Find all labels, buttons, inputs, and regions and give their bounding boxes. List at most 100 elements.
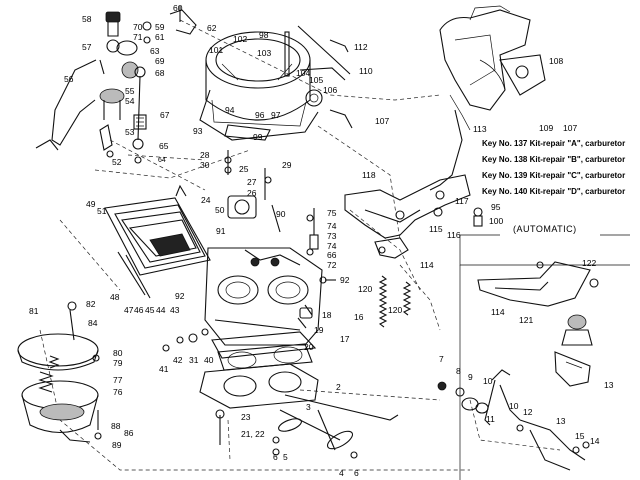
callout-72: 72: [327, 260, 337, 270]
callout-54: 54: [125, 96, 135, 106]
callout-107: 107: [375, 116, 389, 126]
callout-63: 63: [150, 46, 160, 56]
assembly-guide-lines: [39, 19, 561, 471]
callout-10b: 10: [509, 401, 519, 411]
callout-62: 62: [207, 23, 217, 33]
air-horn-assembly: [199, 31, 323, 141]
callout-114b: 114: [491, 307, 505, 317]
callout-90: 90: [276, 209, 286, 219]
callout-69: 69: [155, 56, 165, 66]
key-note-138: Key No. 138 Kit-repair "B", carburetor: [482, 155, 625, 164]
automatic-inset-panel: (AUTOMATIC): [459, 224, 630, 480]
callout-94: 94: [225, 105, 235, 115]
callout-70: 70: [133, 22, 143, 32]
callout-92a: 92: [175, 291, 185, 301]
callout-27: 27: [247, 177, 257, 187]
callout-3: 3: [306, 402, 311, 412]
callout-14: 14: [590, 436, 600, 446]
callout-91: 91: [216, 226, 226, 236]
automatic-label: (AUTOMATIC): [513, 224, 577, 234]
callout-101: 101: [209, 45, 223, 55]
callout-74b: 74: [327, 241, 337, 251]
callout-73: 73: [327, 231, 337, 241]
callout-96: 96: [255, 110, 265, 120]
callout-100: 100: [489, 216, 503, 226]
callout-98: 98: [259, 30, 269, 40]
callout-11: 11: [486, 414, 495, 424]
callout-59: 59: [155, 22, 165, 32]
callout-23: 23: [241, 412, 251, 422]
callout-57: 57: [82, 42, 92, 52]
callout-121: 121: [519, 315, 533, 325]
choke-rod-parts: [297, 25, 463, 191]
callout-28: 28: [200, 150, 210, 160]
callout-112: 112: [354, 42, 368, 52]
callout-labels: 58 60 70 59 71 61 62 57 63 69 68 56 55 5…: [29, 3, 614, 478]
callout-44: 44: [156, 305, 166, 315]
callout-120b: 120: [388, 305, 402, 315]
callout-86: 86: [124, 428, 134, 438]
callout-110: 110: [359, 66, 373, 76]
carburetor-main-body: [204, 208, 323, 346]
callout-19: 19: [314, 325, 324, 335]
callout-7: 7: [439, 354, 444, 364]
callout-64: 64: [158, 157, 166, 164]
callout-48: 48: [110, 292, 120, 302]
throttle-linkage: [344, 174, 483, 259]
callout-5: 5: [283, 452, 288, 462]
callout-26: 26: [247, 188, 257, 198]
callout-102: 102: [233, 34, 247, 44]
callout-53: 53: [125, 127, 135, 137]
callout-47: 47: [124, 305, 134, 315]
callout-60: 60: [173, 3, 183, 13]
callout-113: 113: [473, 124, 487, 134]
callout-92b: 92: [340, 275, 350, 285]
callout-71: 71: [133, 32, 143, 42]
intake-manifold-sketch: [439, 5, 546, 131]
callout-31: 31: [189, 355, 199, 365]
callout-115: 115: [429, 224, 443, 234]
callout-49: 49: [86, 199, 96, 209]
callout-116: 116: [447, 230, 461, 240]
callout-46: 46: [134, 305, 144, 315]
accelerator-pump-parts: [35, 6, 197, 164]
callout-6a: 6: [273, 452, 278, 462]
callout-16: 16: [354, 312, 364, 322]
callout-99: 99: [253, 132, 263, 142]
callout-103: 103: [257, 48, 271, 58]
callout-13b: 13: [556, 416, 566, 426]
callout-20: 20: [304, 342, 314, 352]
callout-108: 108: [549, 56, 563, 66]
callout-88: 88: [111, 421, 121, 431]
callout-24: 24: [201, 195, 211, 205]
callout-79: 79: [113, 358, 123, 368]
callout-89: 89: [112, 440, 122, 450]
vacuum-diaphragm: [17, 301, 102, 443]
callout-29: 29: [282, 160, 292, 170]
small-fasteners: [162, 276, 336, 352]
callout-9: 9: [468, 372, 473, 382]
callout-13a: 13: [604, 380, 614, 390]
callout-18: 18: [322, 310, 332, 320]
callout-6b: 6: [354, 468, 359, 478]
callout-4: 4: [339, 468, 344, 478]
callout-51: 51: [97, 206, 107, 216]
callout-80: 80: [113, 348, 123, 358]
automatic-dashpot: [477, 261, 599, 387]
callout-55: 55: [125, 86, 135, 96]
callout-61: 61: [155, 32, 165, 42]
callout-25: 25: [239, 164, 249, 174]
callout-117: 117: [455, 196, 469, 206]
key-note-139: Key No. 139 Kit-repair "C", carburetor: [482, 171, 625, 180]
callout-12: 12: [523, 407, 533, 417]
callout-122: 122: [582, 258, 596, 268]
callout-74: 74: [327, 221, 337, 231]
callout-97: 97: [271, 110, 281, 120]
callout-41: 41: [159, 364, 169, 374]
callout-76: 76: [113, 387, 123, 397]
throttle-body: [199, 304, 399, 459]
callout-105: 105: [309, 75, 323, 85]
repair-kit-key-notes: Key No. 137 Kit-repair "A", carburetor K…: [482, 139, 625, 196]
callout-106: 106: [323, 85, 337, 95]
